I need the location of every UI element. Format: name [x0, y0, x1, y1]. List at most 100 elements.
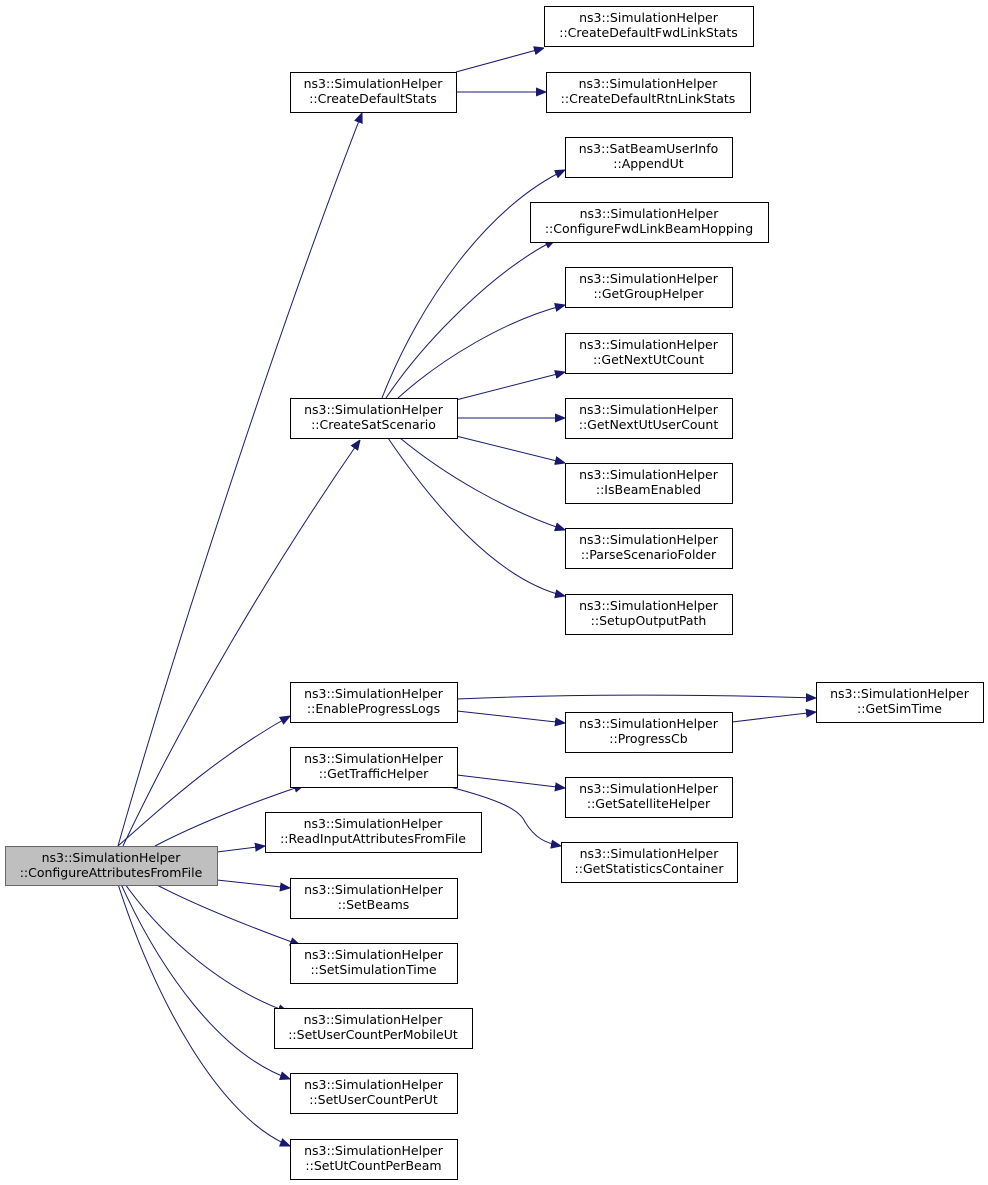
edge-root-to-createSatScenario: [122, 440, 360, 847]
node-createDefaultFwdLinkStats[interactable]: ns3::SimulationHelper::CreateDefaultFwdL…: [544, 6, 754, 47]
node-label-method: ::GetNextUtUserCount: [579, 417, 719, 432]
node-label-namespace: ns3::SimulationHelper: [579, 402, 719, 417]
edge-line: [387, 437, 565, 596]
node-label-namespace: ns3::SimulationHelper: [304, 751, 444, 766]
edge-line: [120, 883, 290, 1079]
node-label-namespace: ns3::SimulationHelper: [304, 1143, 444, 1158]
node-label-namespace: ns3::SimulationHelper: [579, 337, 719, 352]
edge-enableProgressLogs-to-progressCb: [456, 710, 565, 723]
edge-createSatScenario-to-getGroupHelper: [397, 305, 565, 399]
node-label-method: ::SetUserCountPerMobileUt: [288, 1027, 458, 1042]
edge-line: [456, 695, 816, 699]
node-box: [290, 398, 458, 439]
node-box: [561, 842, 738, 883]
node-label-method: ::CreateSatScenario: [311, 417, 436, 432]
node-label-namespace: ns3::SimulationHelper: [304, 816, 444, 831]
edge-line: [455, 435, 565, 463]
node-setUserCountPerMobileUt[interactable]: ns3::SimulationHelper::SetUserCountPerMo…: [274, 1008, 473, 1049]
edge-line: [381, 170, 565, 399]
edge-line: [117, 716, 290, 847]
edge-line: [124, 883, 288, 1012]
node-label-namespace: ns3::SimulationHelper: [579, 271, 719, 286]
node-appendUt[interactable]: ns3::SatBeamUserInfo::AppendUt: [565, 137, 733, 178]
edge-createSatScenario-to-appendUt: [381, 170, 565, 399]
node-label-namespace: ns3::SimulationHelper: [304, 76, 444, 91]
node-label-method: ::SetBeams: [338, 897, 410, 912]
node-label-namespace: ns3::SimulationHelper: [579, 598, 719, 613]
node-getStatisticsContainer[interactable]: ns3::SimulationHelper::GetStatisticsCont…: [561, 842, 738, 883]
node-createDefaultRtnLinkStats[interactable]: ns3::SimulationHelper::CreateDefaultRtnL…: [546, 72, 751, 113]
node-readInputAttributesFromFile[interactable]: ns3::SimulationHelper::ReadInputAttribut…: [265, 812, 482, 853]
node-box: [530, 202, 769, 243]
node-label-namespace: ns3::SimulationHelper: [579, 10, 719, 25]
edge-line: [455, 48, 544, 73]
node-label-method: ::ProgressCb: [609, 731, 687, 746]
node-label-method: ::GetNextUtCount: [593, 352, 704, 367]
edge-line: [122, 440, 360, 847]
node-box: [290, 878, 458, 919]
node-label-method: ::CreateDefaultRtnLinkStats: [561, 91, 736, 106]
node-label-method: ::GetStatisticsContainer: [575, 861, 725, 876]
edge-createSatScenario-to-parseScenarioFolder: [399, 437, 565, 530]
edge-line: [449, 786, 561, 846]
node-label-method: ::GetSatelliteHelper: [587, 796, 711, 811]
node-box: [546, 72, 751, 113]
node-getNextUtCount[interactable]: ns3::SimulationHelper::GetNextUtCount: [565, 333, 733, 374]
node-label-method: ::SetUtCountPerBeam: [305, 1158, 441, 1173]
node-box: [290, 747, 458, 788]
node-box: [290, 1073, 458, 1114]
edge-progressCb-to-getSimTime: [731, 712, 816, 723]
edge-getTrafficHelper-to-getStatisticsContainer: [449, 786, 561, 846]
node-box: [265, 812, 482, 853]
node-setBeams[interactable]: ns3::SimulationHelper::SetBeams: [290, 878, 458, 919]
edge-line: [154, 883, 300, 945]
node-getTrafficHelper[interactable]: ns3::SimulationHelper::GetTrafficHelper: [290, 747, 458, 788]
node-label-method: ::CreateDefaultFwdLinkStats: [559, 25, 738, 40]
node-setSimulationTime[interactable]: ns3::SimulationHelper::SetSimulationTime: [290, 943, 458, 984]
edge-root-to-setUserCountPerUt: [120, 883, 290, 1079]
node-configureFwdLinkBeamHopping[interactable]: ns3::SimulationHelper::ConfigureFwdLinkB…: [530, 202, 769, 243]
node-box: [816, 682, 984, 723]
edge-line: [154, 785, 304, 847]
node-createSatScenario[interactable]: ns3::SimulationHelper::CreateSatScenario: [290, 398, 458, 439]
edge-line: [397, 305, 565, 399]
node-getNextUtUserCount[interactable]: ns3::SimulationHelper::GetNextUtUserCoun…: [565, 398, 733, 439]
node-getGroupHelper[interactable]: ns3::SimulationHelper::GetGroupHelper: [565, 267, 733, 308]
node-label-namespace: ns3::SimulationHelper: [580, 206, 720, 221]
node-box: [565, 398, 733, 439]
node-box: [5, 846, 218, 886]
node-label-namespace: ns3::SimulationHelper: [579, 76, 719, 91]
node-box: [290, 72, 457, 113]
node-isBeamEnabled[interactable]: ns3::SimulationHelper::IsBeamEnabled: [565, 463, 733, 504]
node-box: [565, 333, 733, 374]
node-parseScenarioFolder[interactable]: ns3::SimulationHelper::ParseScenarioFold…: [565, 528, 733, 569]
node-getSimTime[interactable]: ns3::SimulationHelper::GetSimTime: [816, 682, 984, 723]
edge-createDefaultStats-to-createDefaultFwdLinkStats: [455, 48, 544, 73]
node-setupOutputPath[interactable]: ns3::SimulationHelper::SetupOutputPath: [565, 594, 733, 635]
node-label-namespace: ns3::SimulationHelper: [304, 402, 444, 417]
edge-createSatScenario-to-setupOutputPath: [387, 437, 565, 596]
edge-line: [731, 712, 816, 723]
node-createDefaultStats[interactable]: ns3::SimulationHelper::CreateDefaultStat…: [290, 72, 457, 113]
node-label-method: ::SetupOutputPath: [591, 613, 707, 628]
nodes-layer: ns3::SimulationHelper::ConfigureAttribut…: [5, 6, 984, 1180]
node-label-namespace: ns3::SimulationHelper: [579, 467, 719, 482]
node-progressCb[interactable]: ns3::SimulationHelper::ProgressCb: [565, 712, 733, 753]
node-label-namespace: ns3::SimulationHelper: [579, 532, 719, 547]
edge-root-to-setUtCountPerBeam: [117, 883, 290, 1146]
node-box: [565, 777, 733, 818]
node-label-namespace: ns3::SimulationHelper: [304, 882, 444, 897]
node-getSatelliteHelper[interactable]: ns3::SimulationHelper::GetSatelliteHelpe…: [565, 777, 733, 818]
node-enableProgressLogs[interactable]: ns3::SimulationHelper::EnableProgressLog…: [290, 682, 458, 723]
edge-root-to-getTrafficHelper: [154, 785, 304, 847]
node-label-method: ::CreateDefaultStats: [309, 91, 437, 106]
node-setUserCountPerUt[interactable]: ns3::SimulationHelper::SetUserCountPerUt: [290, 1073, 458, 1114]
node-setUtCountPerBeam[interactable]: ns3::SimulationHelper::SetUtCountPerBeam: [290, 1139, 458, 1180]
edge-line: [385, 240, 555, 399]
node-root[interactable]: ns3::SimulationHelper::ConfigureAttribut…: [5, 846, 218, 886]
node-label-method: ::ParseScenarioFolder: [581, 547, 717, 562]
node-box: [565, 463, 733, 504]
node-label-method: ::GetSimTime: [857, 701, 942, 716]
edge-line: [216, 879, 290, 888]
